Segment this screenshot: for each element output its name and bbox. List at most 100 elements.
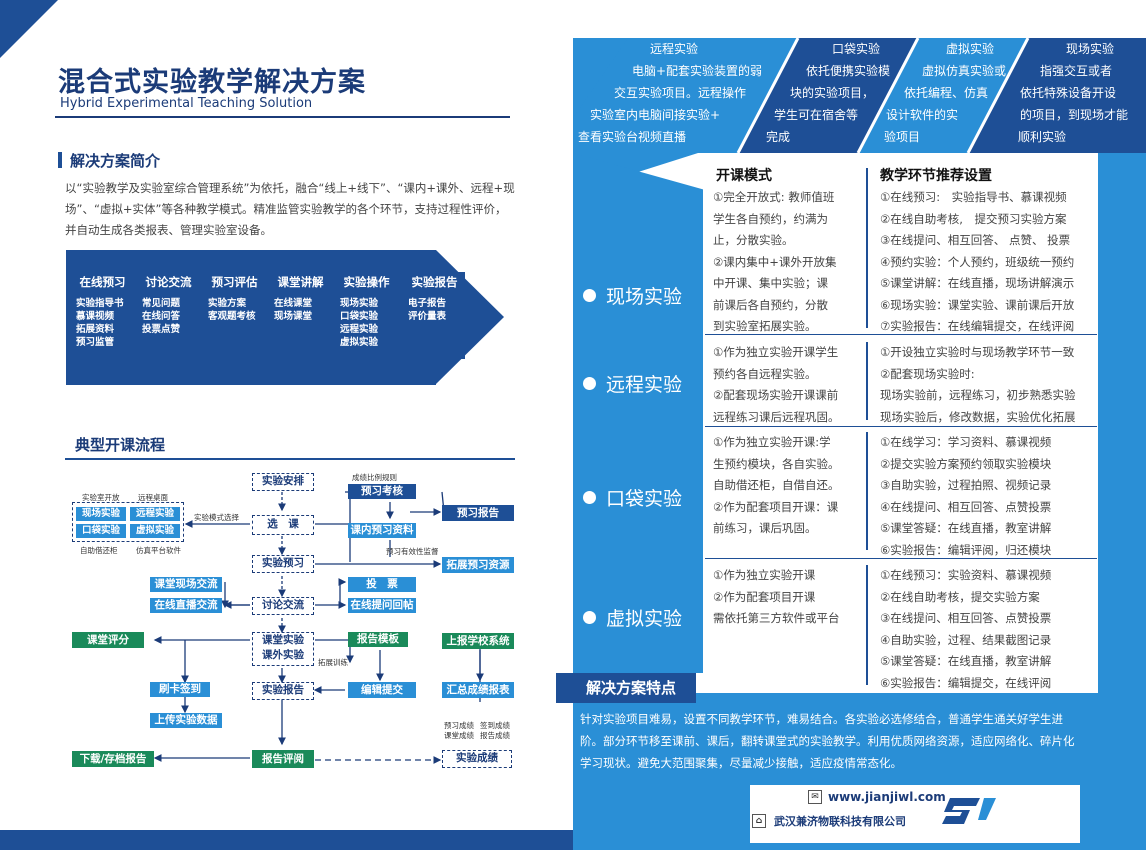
col-sep-2 [866,342,868,420]
mode-label: 虚拟实验 [583,604,682,631]
flow-node-pretest: 预习考核 [348,484,416,499]
corner-decoration [0,0,58,58]
teaching-step: ②在线自助考核，提交实验方案 [880,589,1040,604]
note-self-borrow: 自助借还柜 [80,546,118,555]
stage-head: 实验报告 [404,272,465,292]
mail-icon: ✉ [808,790,822,804]
band-line: 交互实验项目。远程操作 [614,86,747,100]
stage-body: 在线课堂现场课堂 [270,294,331,359]
stage-item: 在线问答 [142,311,181,322]
home-icon: ⌂ [752,814,766,828]
flow-node-result: 实验成绩 [442,750,512,768]
page-subtitle: Hybrid Experimental Teaching Solution [60,96,313,111]
flow-node-live-exchange: 在线直播交流 [150,598,222,613]
mode-group [72,502,184,542]
band-line: 顺利实验 [1018,130,1067,144]
teaching-step: ④在线提问、相互回答、点赞投票 [880,499,1052,514]
footer-website[interactable]: ✉ www.jianjiwl.com [808,790,946,804]
stage-head: 讨论交流 [138,272,199,292]
stage-body: 实验方案客观题考核 [204,294,265,359]
teaching-step: ①在线学习：学习资料、慕课视频 [880,435,1052,449]
stage-item: 投票点赞 [142,324,181,335]
stage-body: 电子报告评价量表 [404,294,465,359]
stage-body: 实验指导书慕课视频拓展资料预习监管 [72,294,133,359]
teaching-step: 现场实验前，远程练习，初步熟悉实验 [880,388,1076,402]
stage-item: 拓展资料 [76,324,115,335]
row-sep-1 [705,334,1097,335]
flow-title: 典型开课流程 [75,436,166,454]
mode-remote: 远程实验 [130,507,180,521]
intro-text: 以“实验教学及实验室综合管理系统”为依托，融合“线上+线下”、“课内+课外、远程… [65,181,515,237]
stage-item: 口袋实验 [340,311,379,322]
note-pre-grade: 预习成绩 [444,721,474,730]
website-text: www.jianjiwl.com [828,790,946,804]
mode-strip [573,153,703,673]
stage-item: 实验指导书 [76,298,124,309]
teaching-step: ⑦实验报告：在线编辑提交，在线评阅 [880,319,1075,333]
mode-description-line: 到实验室拓展实验。 [713,319,817,333]
teaching-step: ②在线自助考核, 提交预习实验方案 [880,211,1067,226]
mode-description-line: 学生各自预约，约满为 [713,211,828,226]
stage-item: 客观题考核 [208,311,256,322]
stage-column: 预习评估实验方案客观题考核 [204,272,265,359]
flow-connectors [153,491,484,764]
company-text: 武汉兼济物联科技有限公司 [774,815,906,828]
col-sep-4 [866,565,868,685]
mode-description: ①完全开放式: 教师值班学生各自预约，约满为止，分散实验。②课内集中+课外开放集… [713,187,863,338]
stage-column: 讨论交流常见问题在线问答投票点赞 [138,272,199,359]
mode-description-line: ②配套现场实验开课课前 [713,388,839,402]
flow-node-select: 选 课 [252,515,314,535]
teaching-step: ①在线预习: 实验指导书、慕课视频 [880,190,1067,204]
note-expand-train: 拓展训练 [318,658,348,667]
teaching-step: ②配套现场实验时: [880,366,975,381]
mode-description-line: ①作为独立实验开课:学 [713,435,831,449]
mode-description-line: ①完全开放式: 教师值班 [713,190,835,204]
col-sep-3 [866,432,868,550]
teaching-step: ⑥现场实验：课堂实验、课前课后开放 [880,297,1075,312]
note-pre-monitor: 预习有效性监督 [386,547,439,556]
band-line: 的项目，到现场才能 [1020,108,1129,122]
flow-node-download: 下载/存档报告 [72,751,154,767]
band-line: 依托特殊设备开设 [1020,86,1117,100]
stage-body: 现场实验口袋实验远程实验虚拟实验 [336,294,397,359]
band-line: 块的实验项目， [790,86,875,100]
teaching-step: ③在线提问、相互回答、点赞投票 [880,611,1052,625]
teaching-step: ⑥实验报告：编辑评阅，归还模块 [880,542,1052,557]
flow-node-prereport: 预习报告 [442,505,514,521]
features-title: 解决方案特点 [556,673,696,703]
mode-name: 虚拟实验 [606,608,683,630]
stage-item: 现场课堂 [274,311,313,322]
intro-title: 解决方案简介 [70,152,161,170]
mode-description-line: ②作为配套项目开课：课 [713,499,839,514]
flow-divider [65,458,515,460]
teaching-step: ①在线预习：实验资料、慕课视频 [880,568,1052,582]
teaching-step: ⑥实验报告：编辑提交，在线评阅 [880,675,1052,690]
note-grade-rule: 成绩比例规则 [352,473,397,482]
mode-description: ①作为独立实验开课:学生预约模块，各自实验。自助借还柜，自借自还。②作为配套项目… [713,432,863,540]
teaching-step: 现场实验后，修改数据，实验优化拓展 [880,409,1076,424]
note-class-grade: 课堂成绩 [444,731,474,740]
flow-node-review: 报告评阅 [252,750,314,768]
teaching-step: ⑤课堂答疑：在线直播，教室讲解 [880,521,1052,535]
flow-node-outside-label: 课外实验 [262,649,304,661]
note-sim-soft: 仿真平台软件 [136,546,181,555]
stage-item: 现场实验 [340,298,379,309]
flow-node-report: 实验报告 [252,682,314,700]
stage-item: 在线课堂 [274,298,313,309]
mode-name: 远程实验 [606,374,683,396]
flow-node-upload-data: 上传实验数据 [150,713,222,728]
band-line: 依托编程、仿真 [904,86,989,100]
footer-panel [750,785,1080,843]
mode-label: 远程实验 [583,370,682,397]
band-line: 实验室内电脑间接实验+ [590,108,721,122]
teaching-step: ④自助实验，过程、结果截图记录 [880,632,1052,647]
mode-description-line: ②课内集中+课外开放集 [713,254,837,269]
teaching-step: ④预约实验：个人预约，班级统一预约 [880,254,1075,269]
band-line: 依托便携实验模 [806,64,891,78]
mode-label: 现场实验 [583,282,682,309]
mode-description-line: 远程练习课后远程巩固。 [713,409,840,424]
band-line: 查看实验台视频直播 [578,130,687,144]
